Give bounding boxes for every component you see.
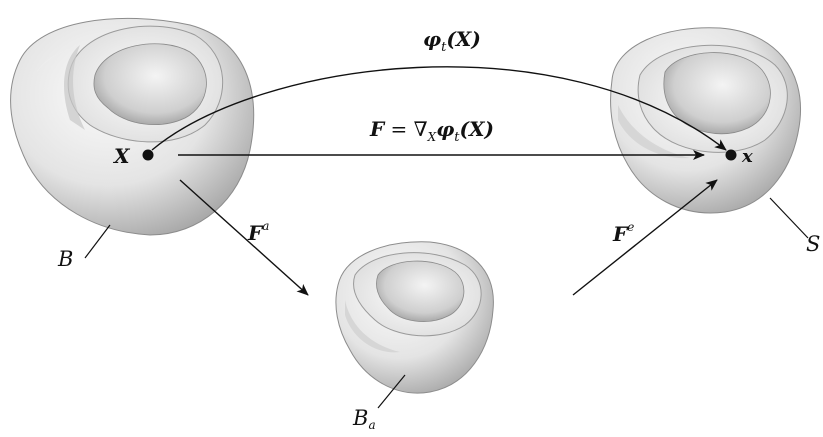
label-F-e: Fe — [612, 220, 634, 246]
label-S: S — [806, 232, 820, 256]
intermediate-configuration-shape — [336, 242, 493, 393]
reference-configuration-shape — [11, 18, 254, 235]
F-a-arrow — [180, 180, 308, 295]
B-leader-line — [85, 225, 110, 258]
label-F-gradient: F = ∇Xφt(X) — [369, 117, 494, 145]
label-x: x — [741, 146, 753, 167]
point-X-marker — [143, 150, 154, 161]
label-Ba: Ba — [352, 406, 376, 432]
current-configuration-shape — [611, 28, 801, 213]
point-x-marker — [726, 150, 737, 161]
label-B: B — [57, 247, 73, 271]
label-F-a: Fa — [247, 219, 269, 245]
F-e-arrow — [573, 180, 717, 295]
S-leader-line — [770, 198, 808, 238]
label-phi-t: φt(X) — [423, 27, 481, 55]
label-X: X — [112, 144, 131, 168]
